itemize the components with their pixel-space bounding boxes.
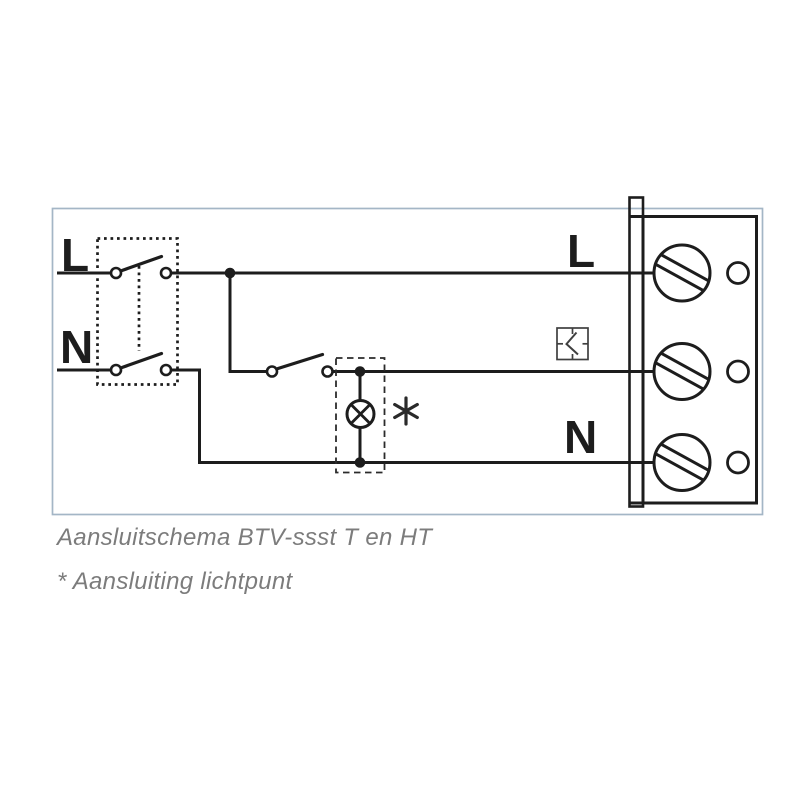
aux-switch-blade <box>276 352 325 371</box>
terminal-hole-n <box>726 450 750 475</box>
aux-switch-contact-left <box>265 365 279 378</box>
double-pole-switch-box <box>96 237 179 386</box>
switch-l-contact-left <box>109 266 123 280</box>
terminal-hole-switched <box>726 359 750 384</box>
aux-switch-contact-right <box>321 365 334 378</box>
clock-icon <box>556 327 589 361</box>
wire-n-to-terminal <box>171 368 654 464</box>
terminal-block-tab <box>628 196 645 508</box>
terminal-label-n: N <box>564 411 597 463</box>
wires <box>57 271 654 464</box>
caption-title: Aansluitschema BTV-ssst T en HT <box>57 524 433 551</box>
asterisk-marker-icon <box>393 396 419 426</box>
junction-dot-lamp-bottom <box>354 457 366 468</box>
switch-n-blade <box>120 351 164 370</box>
junction-dot-l <box>224 267 236 279</box>
screw-terminal-switched-icon <box>652 342 712 401</box>
switch-enclosure-dotted <box>96 237 179 386</box>
aux-switch <box>265 352 334 378</box>
terminal-block <box>628 196 758 508</box>
terminal-label-l: L <box>567 225 595 277</box>
supply-label-l: L <box>61 229 89 281</box>
lamp-enclosure-dashed <box>335 357 386 474</box>
switch-n-contact-left <box>109 363 123 377</box>
switch-l-contact-right <box>159 266 173 280</box>
caption-footnote: * Aansluiting lichtpunt <box>57 568 293 595</box>
screw-terminal-n-icon <box>652 433 712 492</box>
wire-l-branch <box>228 273 267 373</box>
junction-dot-lamp-top <box>354 366 366 377</box>
terminal-hole-l <box>726 261 750 285</box>
clock-hands <box>565 331 579 356</box>
diagram-frame <box>51 207 764 516</box>
supply-label-n: N <box>60 321 93 373</box>
lamp-cross-2 <box>350 403 371 425</box>
switch-l-blade <box>120 254 164 273</box>
switch-n-contact-right <box>159 363 173 377</box>
screw-terminal-l-icon <box>652 243 712 303</box>
lamp-box <box>335 357 386 474</box>
